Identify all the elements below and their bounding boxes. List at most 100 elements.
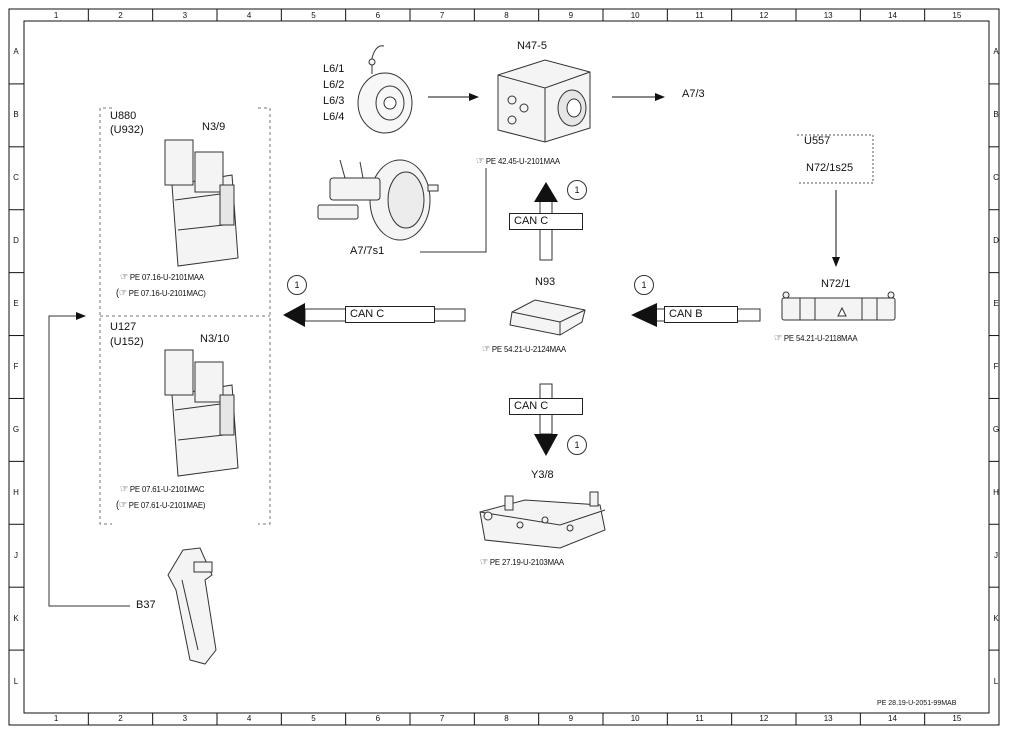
n3-10-label: N3/10 — [200, 333, 230, 345]
ruler-row-H: H — [13, 487, 19, 497]
ruler-row-K: K — [13, 613, 19, 623]
l6-4-label: L6/4 — [323, 111, 345, 123]
a7-3-label: A7/3 — [682, 88, 705, 100]
b37-pedal-icon — [167, 547, 217, 665]
callout-right: 1 — [634, 275, 654, 295]
ruler-row-J: J — [994, 550, 998, 560]
ruler-row-B: B — [993, 110, 999, 120]
l6-2-label: L6/2 — [323, 79, 345, 91]
pointing-hand-icon: (☞ — [116, 288, 127, 299]
y3-8-label: Y3/8 — [531, 469, 554, 481]
ruler-column-11: 11 — [695, 11, 704, 20]
ruler-row-G: G — [992, 424, 1000, 434]
b37-label: B37 — [136, 599, 156, 611]
ruler-row-F: F — [993, 362, 999, 371]
ruler-row-C: C — [993, 173, 999, 183]
ruler-column-6: 6 — [375, 11, 381, 20]
y3-8-valve-body-icon — [479, 491, 606, 549]
pointing-hand-icon: ☞ — [476, 156, 485, 167]
ruler-row-H: H — [993, 487, 999, 497]
n3-9-label: N3/9 — [202, 121, 226, 133]
n72-1-ref: ☞PE 54.21-U-2118MAA — [774, 333, 858, 344]
u880-label: U880 — [110, 110, 137, 122]
ruler-column-1: 1 — [53, 714, 59, 723]
pointing-hand-icon: ☞ — [774, 333, 783, 344]
ruler-row-A: A — [993, 47, 999, 57]
n3-10-control-unit-icon — [164, 349, 239, 477]
ruler-row-F: F — [13, 362, 19, 371]
u932-label: (U932) — [110, 124, 144, 136]
can-c-up-bus-label: CAN C — [509, 213, 583, 230]
n72-1-label: N72/1 — [821, 278, 851, 290]
pointing-hand-icon: ☞ — [482, 344, 491, 355]
n3-9-control-unit-icon — [164, 139, 239, 267]
ruler-column-7: 7 — [439, 714, 445, 723]
ruler-column-2: 2 — [118, 714, 123, 723]
ruler-row-E: E — [13, 299, 19, 309]
can-b-bus-label: CAN B — [664, 306, 738, 323]
y3-8-ref: ☞PE 27.19-U-2103MAA — [480, 557, 564, 568]
n93-ref: ☞PE 54.21-U-2124MAA — [482, 344, 566, 355]
ruler-row-G: G — [12, 424, 20, 434]
ruler-column-15: 15 — [952, 714, 962, 723]
n93-gateway-icon — [509, 299, 586, 336]
u127-label: U127 — [110, 321, 137, 333]
ruler-column-9: 9 — [568, 11, 574, 20]
pointing-hand-icon: ☞ — [480, 557, 489, 568]
ruler-column-10: 10 — [630, 11, 640, 20]
ruler-column-14: 14 — [888, 11, 897, 20]
ruler-column-14: 14 — [888, 714, 897, 723]
ruler-column-12: 12 — [759, 714, 769, 723]
ruler-column-10: 10 — [630, 714, 640, 723]
pointing-hand-icon: ☞ — [120, 484, 129, 495]
l6-1-label: L6/1 — [323, 63, 345, 75]
ruler-column-12: 12 — [759, 11, 769, 20]
footer-reference: PE 28.19-U-2051-99MAB — [877, 700, 957, 707]
ruler-column-4: 4 — [246, 714, 252, 723]
l6-3-label: L6/3 — [323, 95, 345, 107]
n3-9-ref-1: ☞PE 07.16-U-2101MAA — [120, 272, 204, 283]
ruler-row-L: L — [13, 676, 19, 686]
ruler-column-8: 8 — [504, 11, 509, 20]
callout-down: 1 — [567, 435, 587, 455]
n47-5-esp-unit-icon — [497, 59, 591, 143]
pointing-hand-icon: (☞ — [116, 500, 127, 511]
ruler-column-3: 3 — [182, 11, 188, 20]
ruler-column-2: 2 — [118, 11, 123, 20]
ruler-column-8: 8 — [504, 714, 509, 723]
ruler-column-6: 6 — [375, 714, 381, 723]
a7-7s1-brake-booster-icon — [317, 159, 439, 241]
l6-wheel-sensor-icon — [357, 45, 413, 134]
ruler-column-13: 13 — [823, 11, 833, 20]
ruler-column-1: 1 — [53, 11, 59, 20]
callout-up: 1 — [567, 180, 587, 200]
u152-label: (U152) — [110, 336, 144, 348]
n3-10-ref-2: (☞PE 07.61-U-2101MAE) — [116, 500, 206, 511]
ruler-column-3: 3 — [182, 714, 188, 723]
n47-5-label: N47-5 — [517, 40, 547, 52]
ruler-row-L: L — [993, 676, 999, 686]
ruler-row-J: J — [14, 550, 18, 560]
can-c-left-bus-label: CAN C — [345, 306, 435, 323]
u557-label: U557 — [804, 135, 831, 147]
ruler-row-D: D — [13, 236, 19, 246]
ruler-column-15: 15 — [952, 11, 962, 20]
n72-1s25-label: N72/1s25 — [806, 162, 854, 174]
ruler-column-4: 4 — [246, 11, 252, 20]
ruler-row-A: A — [13, 47, 19, 57]
a7-7s1-label: A7/7s1 — [350, 245, 385, 257]
n47-5-ref: ☞PE 42.45-U-2101MAA — [476, 156, 560, 167]
ruler-column-7: 7 — [439, 11, 445, 20]
can-c-down-bus-label: CAN C — [509, 398, 583, 415]
ruler-column-5: 5 — [311, 11, 316, 20]
ruler-row-E: E — [993, 299, 999, 309]
ruler-column-11: 11 — [695, 714, 704, 723]
ruler-column-9: 9 — [568, 714, 574, 723]
n3-9-ref-2: (☞PE 07.16-U-2101MAC) — [116, 288, 206, 299]
ruler-column-13: 13 — [823, 714, 833, 723]
pointing-hand-icon: ☞ — [120, 272, 129, 283]
ruler-row-B: B — [13, 110, 19, 120]
callout-left: 1 — [287, 275, 307, 295]
